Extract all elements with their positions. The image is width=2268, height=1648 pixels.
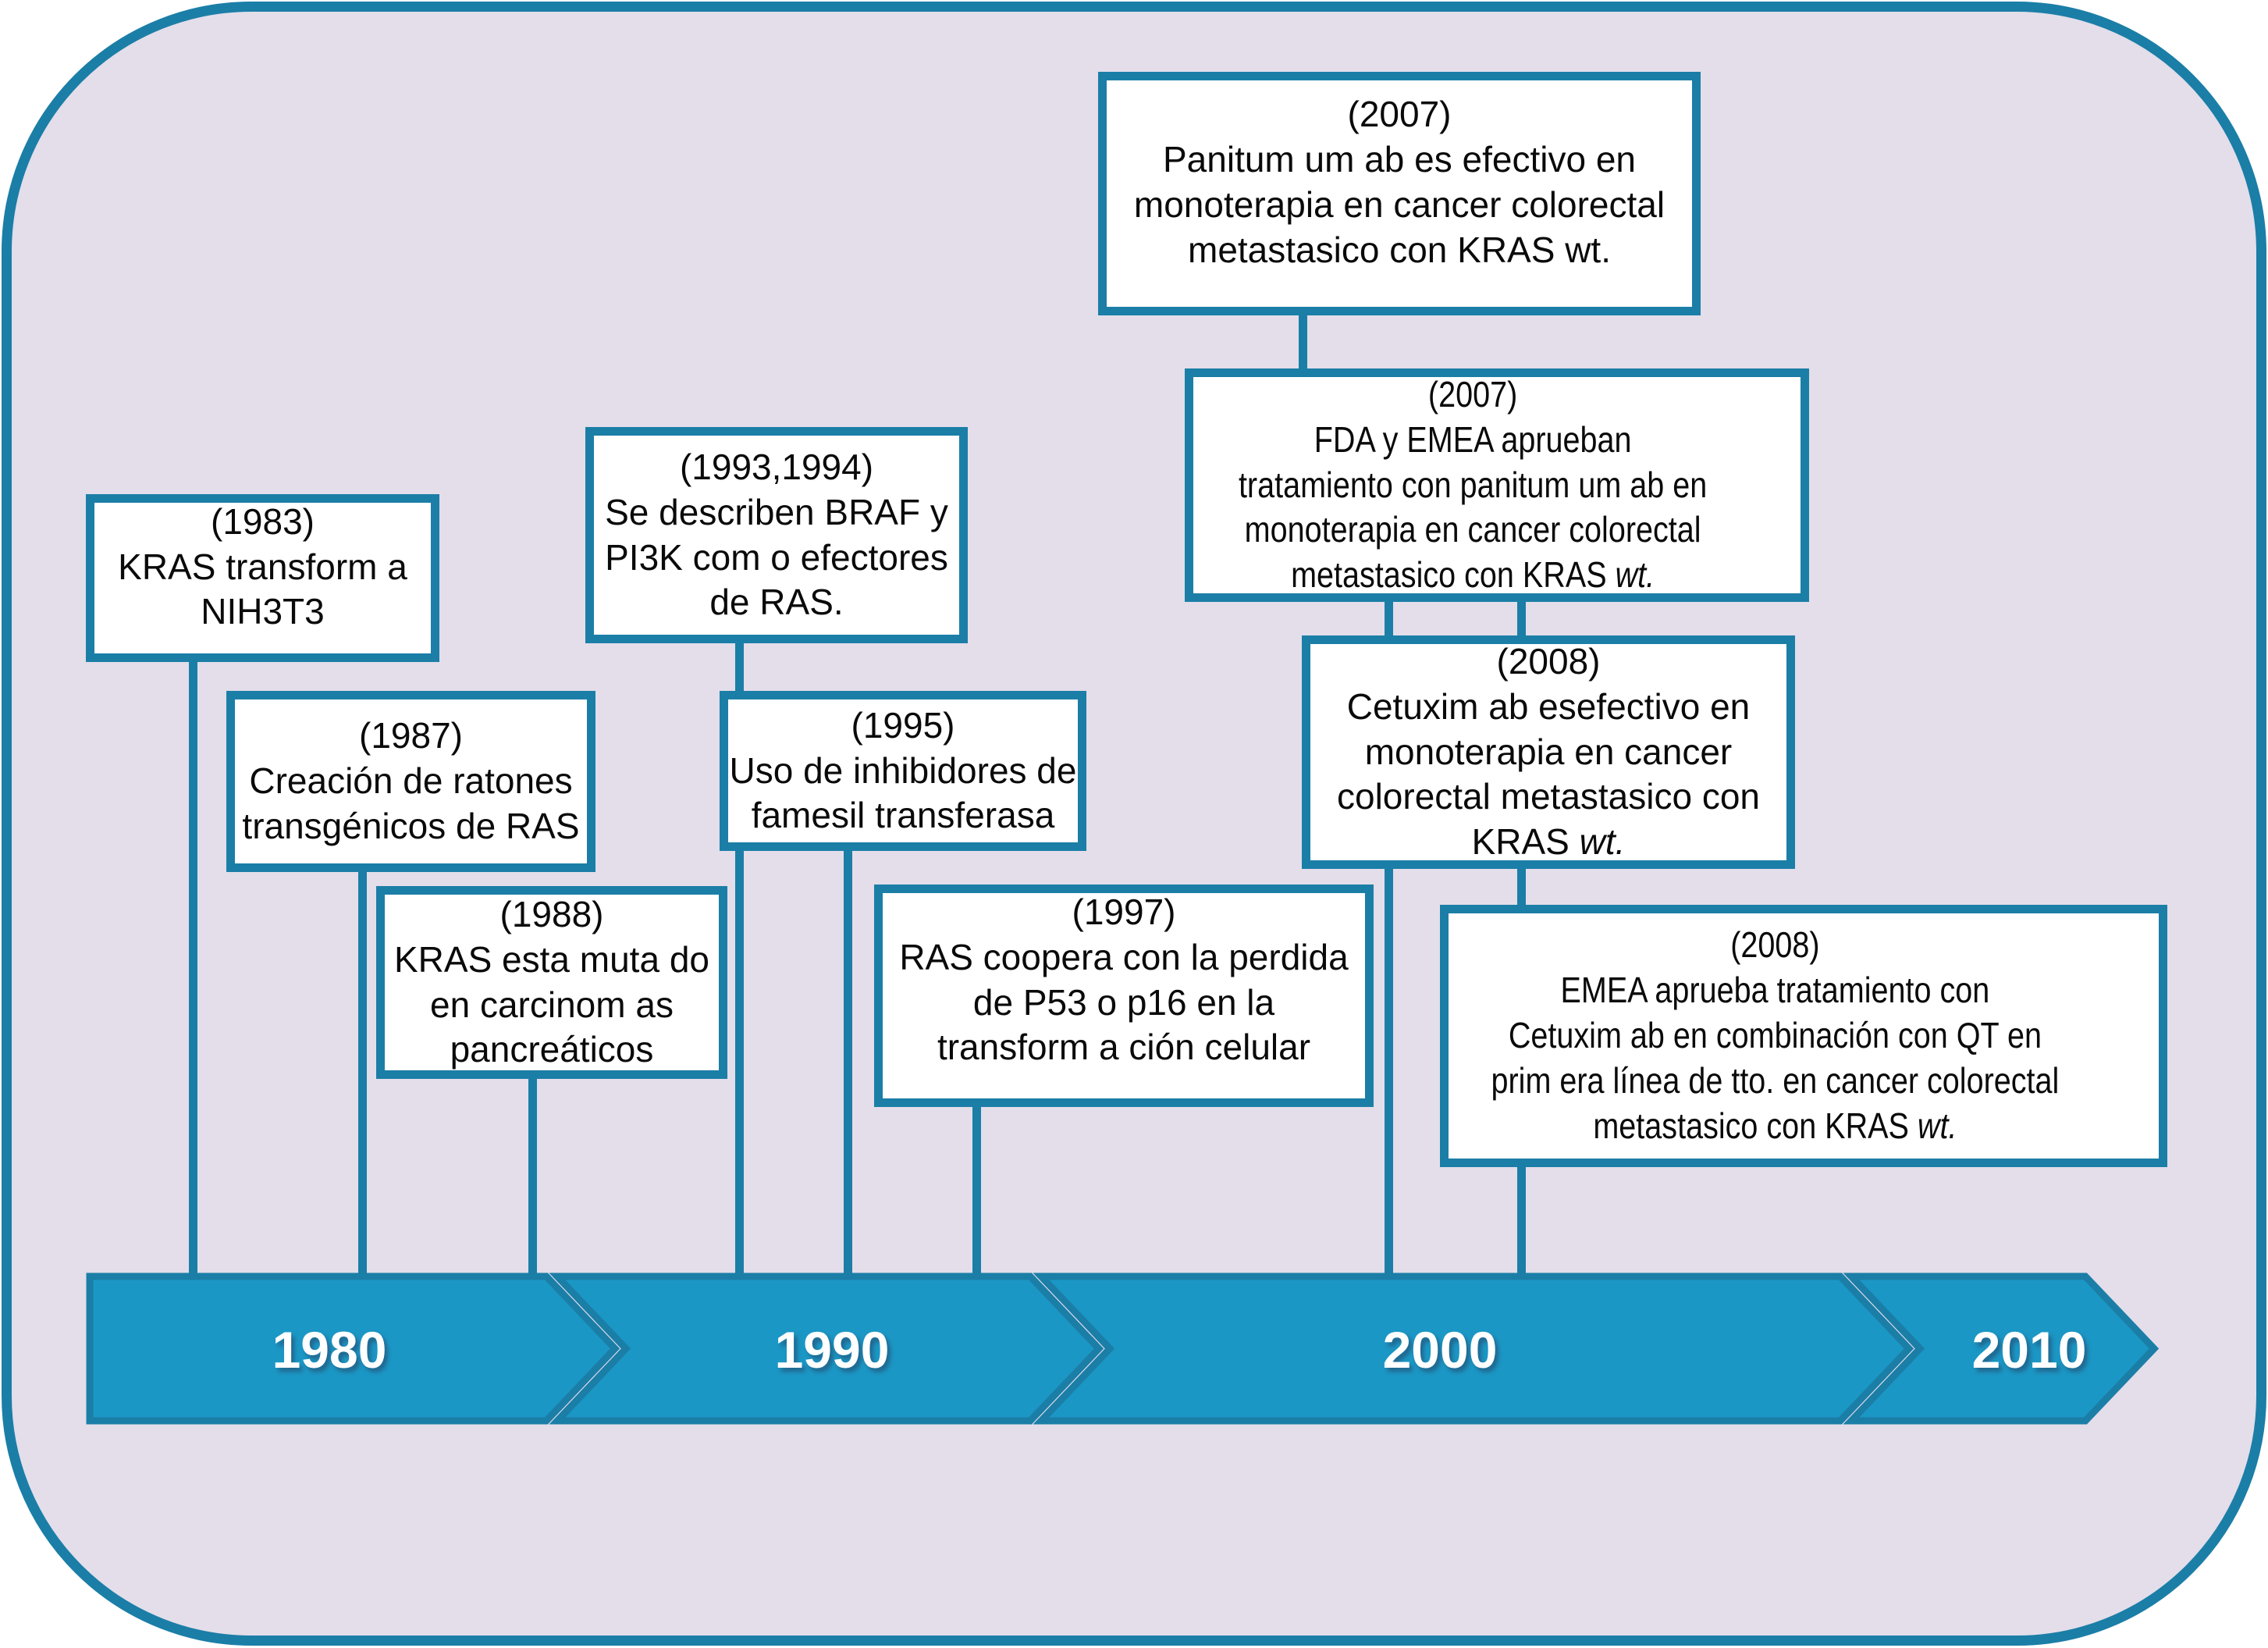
connector-2008b-to-band (1517, 1165, 1526, 1284)
event-box-1988: (1988) KRAS esta muta do en carcinom as … (376, 886, 727, 1079)
event-text-main: (2007) FDA y EMEA aprueban tratamiento c… (1238, 373, 1708, 596)
connector-1997-to-band (972, 1107, 981, 1284)
timeline-year-1990: 1990 (775, 1321, 890, 1379)
event-box-2008-emea-qt: (2008) EMEA aprueba tratamiento con Cetu… (1440, 905, 2167, 1167)
connector-1995-to-band (844, 851, 852, 1284)
connector-1993-to-band (735, 643, 744, 1284)
event-box-2007-panitumumab: (2007) Panitum um ab es efectivo en mono… (1098, 72, 1701, 315)
event-box-1993-1994: (1993,1994) Se describen BRAF y PI3K com… (585, 427, 968, 643)
timeline-year-1980: 1980 (272, 1321, 387, 1379)
event-text-1993-1994: (1993,1994) Se describen BRAF y PI3K com… (605, 446, 948, 623)
event-box-1983: (1983) KRAS transform a NIH3T3 (86, 494, 439, 662)
event-text-2008-cetuximab: (2008) Cetuxim ab esefectivo en monotera… (1310, 639, 1786, 866)
connector-1987-to-band (358, 872, 367, 1284)
event-box-1995: (1995) Uso de inhibidores de famesil tra… (720, 691, 1086, 851)
event-text-italic-suffix: wt. (1606, 554, 1655, 596)
event-box-1987: (1987) Creación de ratones transgénicos … (226, 691, 595, 872)
event-text-2007-panitumumab: (2007) Panitum um ab es efectivo en mono… (1133, 94, 1665, 270)
event-box-1997: (1997) RAS coopera con la perdida de P53… (874, 885, 1374, 1107)
event-text-2007-fda-emea: (2007) FDA y EMEA aprueban tratamiento c… (1191, 372, 1755, 599)
connector-2007b-to-2008a-right (1517, 600, 1526, 645)
event-text-1995: (1995) Uso de inhibidores de famesil tra… (729, 704, 1077, 836)
event-text-1987: (1987) Creación de ratones transgénicos … (242, 715, 580, 846)
event-text-main: (2008) Cetuxim ab esefectivo en monotera… (1336, 640, 1761, 863)
event-text-1997: (1997) RAS coopera con la perdida de P53… (899, 891, 1349, 1068)
event-text-italic-suffix: wt. (1569, 821, 1626, 863)
timeline-year-2000: 2000 (1383, 1321, 1498, 1379)
event-text-main: (2008) EMEA aprueba tratamiento con Cetu… (1491, 924, 2060, 1146)
band-segment-2000 (1033, 1272, 1914, 1425)
connector-2008a-to-2008b (1517, 867, 1526, 915)
event-text-italic-suffix: wt. (1909, 1105, 1957, 1146)
connector-1988-to-band (528, 1079, 537, 1284)
timeline-year-2010: 2010 (1972, 1321, 2087, 1379)
band-segment-2010 (1843, 1272, 2160, 1425)
connector-2007a-to-2007b (1299, 312, 1307, 378)
band-segment-1980 (86, 1272, 620, 1425)
timeline-band: 1980 1990 2000 2010 (86, 1272, 2160, 1425)
event-text-1988: (1988) KRAS esta muta do en carcinom as … (394, 893, 709, 1070)
band-segment-1990 (549, 1272, 1104, 1425)
event-box-2008-cetuximab: (2008) Cetuxim ab esefectivo en monotera… (1302, 635, 1795, 869)
event-box-2007-fda-emea: (2007) FDA y EMEA aprueban tratamiento c… (1185, 368, 1809, 602)
connector-2007b-to-2008a-left (1385, 600, 1393, 645)
event-text-1983: (1983) KRAS transform a NIH3T3 (118, 500, 407, 632)
event-text-2008-emea-qt: (2008) EMEA aprueba tratamiento con Cetu… (1445, 923, 2105, 1149)
connector-2008a-to-band (1385, 867, 1393, 1284)
connector-1983-to-band (189, 662, 197, 1284)
